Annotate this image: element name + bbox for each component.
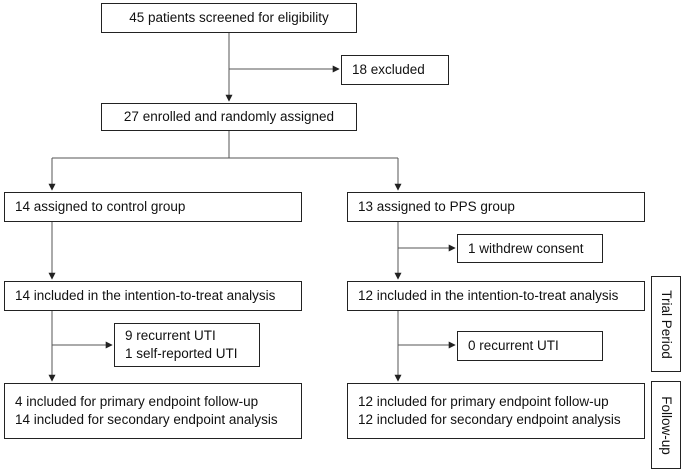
pps-assigned-box: 13 assigned to PPS group bbox=[347, 192, 645, 222]
pps-withdrew-box: 1 withdrew consent bbox=[457, 234, 603, 263]
control-event-self-reported: 1 self-reported UTI bbox=[125, 346, 238, 361]
pps-events-box: 0 recurrent UTI bbox=[457, 331, 603, 361]
pps-withdrew-label: 1 withdrew consent bbox=[468, 240, 584, 256]
pps-itt-box: 12 included in the intention-to-treat an… bbox=[347, 281, 645, 311]
pps-itt-label: 12 included in the intention-to-treat an… bbox=[358, 288, 619, 303]
pps-secondary-analysis: 12 included for secondary endpoint analy… bbox=[358, 412, 621, 427]
control-followup-box: 4 included for primary endpoint follow-u… bbox=[4, 383, 302, 439]
screened-box: 45 patients screened for eligibility bbox=[101, 3, 357, 33]
pps-followup-box: 12 included for primary endpoint follow-… bbox=[347, 383, 645, 439]
pps-primary-followup: 12 included for primary endpoint follow-… bbox=[358, 394, 609, 409]
screened-label: 45 patients screened for eligibility bbox=[129, 10, 329, 25]
enrolled-label: 27 enrolled and randomly assigned bbox=[123, 109, 335, 124]
control-itt-box: 14 included in the intention-to-treat an… bbox=[4, 281, 302, 311]
followup-period-label-box: Follow-up bbox=[651, 381, 681, 469]
trial-period-label: Trial Period bbox=[658, 289, 674, 359]
enrolled-box: 27 enrolled and randomly assigned bbox=[101, 103, 357, 131]
control-itt-label: 14 included in the intention-to-treat an… bbox=[15, 288, 276, 303]
excluded-box: 18 excluded bbox=[341, 55, 449, 85]
excluded-label: 18 excluded bbox=[352, 62, 425, 77]
pps-events-label: 0 recurrent UTI bbox=[468, 338, 559, 353]
trial-period-label-box: Trial Period bbox=[651, 276, 681, 372]
control-secondary-analysis: 14 included for secondary endpoint analy… bbox=[15, 412, 278, 427]
control-assigned-box: 14 assigned to control group bbox=[4, 192, 302, 222]
followup-period-label: Follow-up bbox=[658, 395, 674, 455]
control-event-recurrent: 9 recurrent UTI bbox=[125, 328, 216, 343]
pps-assigned-label: 13 assigned to PPS group bbox=[358, 199, 515, 214]
control-primary-followup: 4 included for primary endpoint follow-u… bbox=[15, 394, 259, 409]
control-assigned-label: 14 assigned to control group bbox=[15, 199, 186, 214]
control-events-box: 9 recurrent UTI 1 self-reported UTI bbox=[114, 323, 260, 367]
